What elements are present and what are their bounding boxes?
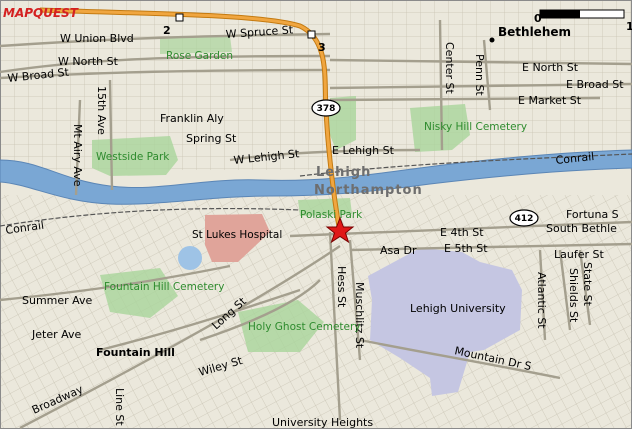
mapquest-logo: MAPQUEST (3, 6, 79, 20)
scale-left-label: 0 (534, 12, 542, 25)
park-westside (92, 136, 178, 176)
label-state-st: State St (581, 262, 594, 307)
exit-3-marker: 3 (307, 30, 326, 54)
label-franklin-aly: Franklin Aly (160, 112, 224, 125)
bethlehem-dot (489, 37, 495, 43)
label-fountain-hill: Fountain Hill (96, 346, 175, 359)
label-atlantic-st: Atlantic St (535, 272, 548, 329)
university-area (368, 248, 522, 396)
label-e-market-st: E Market St (518, 94, 582, 107)
label-laufer-st: Laufer St (554, 248, 604, 261)
exit-2-label: 2 (163, 24, 171, 37)
label-polaski-park: Polaski Park (300, 209, 363, 221)
label-university-heights: University Heights (272, 416, 373, 429)
route-378-label: 378 (317, 104, 336, 114)
label-line-st: Line St (113, 388, 126, 426)
label-e-5th-st: E 5th St (444, 242, 488, 255)
label-south-bethlehem: South Bethle (546, 222, 617, 235)
label-jeter-ave: Jeter Ave (31, 328, 82, 341)
label-e-broad-st: E Broad St (566, 78, 624, 91)
label-nisky-hill: Nisky Hill Cemetery (424, 121, 527, 133)
label-15th-ave: 15th Ave (95, 86, 108, 135)
park-holy-ghost (238, 300, 324, 352)
scale-bar: 0 1 (534, 9, 632, 33)
label-e-north-st: E North St (522, 61, 579, 74)
exit-2-marker: 2 (163, 13, 184, 37)
park-nisky-hill (410, 104, 470, 152)
major-roads (0, 19, 632, 429)
label-westside-park: Westside Park (96, 151, 170, 163)
label-northampton: Northampton (314, 183, 423, 198)
label-mt-airy-ave: Mt Airy Ave (71, 124, 84, 187)
conrail-south (0, 207, 301, 227)
label-hess-st: Hess St (335, 266, 348, 308)
pond (178, 246, 202, 270)
route-412-shield: 412 (509, 209, 539, 227)
scale-right-label: 1 (626, 20, 632, 33)
label-conrail-east: Conrail (555, 150, 595, 167)
label-summer-ave: Summer Ave (22, 294, 93, 307)
label-shields-st: Shields St (567, 268, 580, 323)
label-muschlitz-st: Muschlitz St (353, 282, 366, 349)
label-asa-dr: Asa Dr (380, 244, 417, 257)
label-w-north-st: W North St (58, 55, 119, 68)
label-st-lukes: St Lukes Hospital (192, 229, 282, 241)
hospital-area (205, 214, 270, 262)
route-378-shield: 378 (311, 99, 341, 117)
label-bethlehem: Bethlehem (498, 25, 571, 39)
lehigh-river (0, 149, 632, 205)
label-holy-ghost: Holy Ghost Cemetery (248, 321, 361, 333)
label-center-st: Center St (443, 42, 456, 95)
star-icon[interactable] (325, 216, 355, 244)
label-spring-st: Spring St (186, 132, 237, 145)
label-penn-st: Penn St (473, 54, 486, 96)
park-rose-garden (160, 36, 232, 54)
label-e-lehigh-st: E Lehigh St (332, 144, 395, 157)
label-lehigh: Lehigh (316, 165, 371, 180)
conrail-north (299, 153, 632, 177)
label-fortuna: Fortuna S (566, 208, 619, 221)
label-w-union-blvd: W Union Blvd (60, 32, 134, 45)
label-lehigh-university: Lehigh University (410, 302, 506, 315)
label-fountain-hill-cemetery: Fountain Hill Cemetery (104, 281, 224, 293)
label-w-broad-st: W Broad St (7, 66, 70, 85)
label-w-spruce-st: W Spruce St (225, 23, 294, 41)
label-conrail-west: Conrail (5, 219, 45, 237)
route-412-label: 412 (515, 214, 534, 224)
exit-3-label: 3 (318, 41, 326, 54)
label-rose-garden: Rose Garden (166, 50, 233, 62)
label-e-4th-st: E 4th St (440, 226, 484, 239)
